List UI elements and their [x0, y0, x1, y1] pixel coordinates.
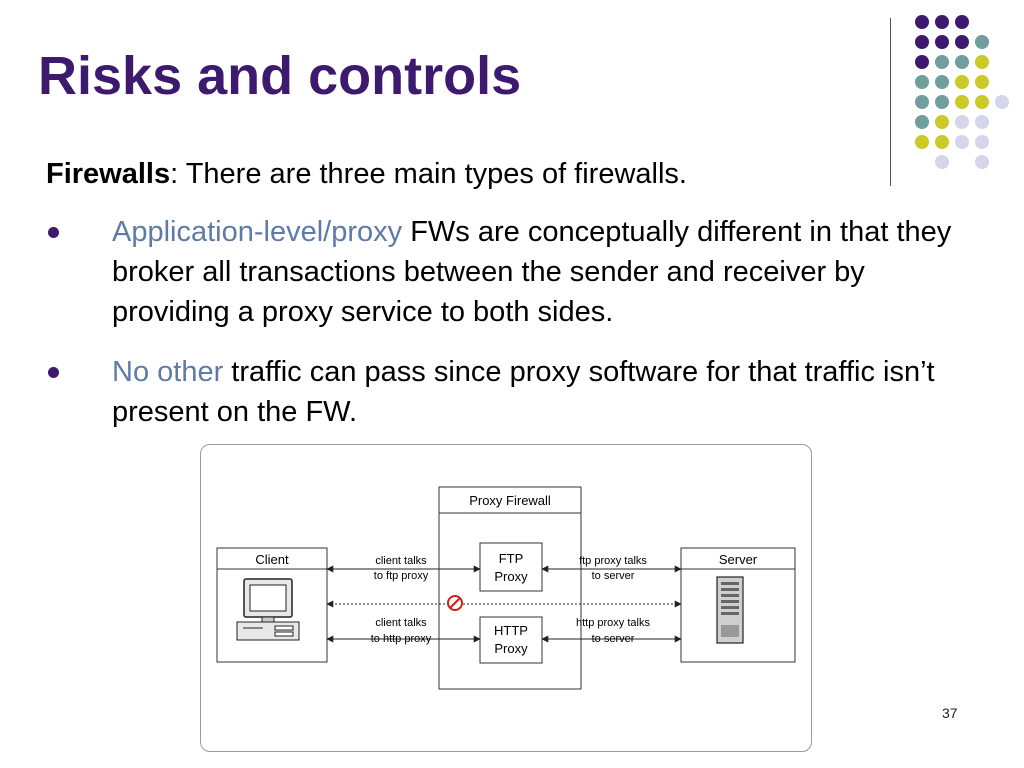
intro-line: Firewalls: There are three main types of… [46, 156, 846, 192]
dot [935, 135, 949, 149]
dot [995, 95, 1009, 109]
bullet-highlight: Application-level/proxy [112, 216, 403, 248]
dot [975, 155, 989, 169]
dot [935, 55, 949, 69]
proxy-firewall-node: Proxy Firewall FTP Proxy HTTP Proxy [438, 486, 582, 690]
dot [955, 135, 969, 149]
dot [955, 15, 969, 29]
dot [915, 135, 929, 149]
page-number: 37 [942, 705, 958, 721]
dot [935, 35, 949, 49]
slide-title: Risks and controls [38, 46, 522, 106]
dot [915, 55, 929, 69]
bullet-text: FWs are conceptually different in that t… [112, 216, 952, 328]
bullet-dot [48, 227, 59, 238]
client-label: Client [255, 552, 289, 567]
http-proxy-line2: Proxy [494, 641, 528, 656]
bullet-dot [48, 367, 59, 378]
desktop-computer-icon [236, 578, 300, 641]
client-ftp-label-2: to ftp proxy [374, 570, 429, 582]
http-proxy-line1: HTTP [494, 623, 528, 638]
dot [975, 135, 989, 149]
client-http-label-2: to http proxy [371, 633, 432, 645]
dot [915, 115, 929, 129]
server-tower-icon [716, 576, 744, 644]
server-http-label-2: to server [592, 633, 635, 645]
server-ftp-label-2: to server [592, 570, 635, 582]
server-label: Server [719, 552, 758, 567]
dot [975, 75, 989, 89]
dot [935, 15, 949, 29]
ftp-proxy-line2: Proxy [494, 569, 528, 584]
bullet-item: Application-level/proxy FWs are conceptu… [48, 212, 982, 332]
dot [915, 35, 929, 49]
dot [915, 95, 929, 109]
dot [935, 95, 949, 109]
dot [955, 75, 969, 89]
dot [975, 115, 989, 129]
bullet-highlight: No other [112, 356, 224, 388]
dot [915, 15, 929, 29]
dot [935, 115, 949, 129]
ftp-proxy-line1: FTP [499, 551, 524, 566]
diagram-canvas: Client Server [216, 486, 796, 690]
intro-heading: Firewalls [46, 158, 171, 190]
dot [955, 55, 969, 69]
dot [975, 55, 989, 69]
proxy-firewall-diagram: Client Server [200, 444, 812, 752]
client-http-label-1: client talks [375, 617, 427, 629]
server-ftp-label-1: ftp proxy talks [579, 555, 647, 567]
dot [955, 95, 969, 109]
dot [935, 75, 949, 89]
dot [955, 35, 969, 49]
intro-text: : There are three main types of firewall… [170, 158, 687, 190]
server-http-label-1: http proxy talks [576, 617, 650, 629]
client-node: Client [216, 547, 328, 663]
firewall-label: Proxy Firewall [469, 493, 551, 508]
dot [975, 35, 989, 49]
dot [935, 155, 949, 169]
dot [915, 75, 929, 89]
dot [955, 115, 969, 129]
dot [975, 95, 989, 109]
header-divider [890, 18, 891, 186]
client-ftp-label-1: client talks [375, 555, 427, 567]
http-proxy-box [479, 616, 543, 664]
bullet-text: traffic can pass since proxy software fo… [112, 356, 935, 428]
bullet-item: No other traffic can pass since proxy so… [48, 352, 982, 432]
no-entry-icon [447, 595, 463, 611]
server-node: Server [680, 547, 796, 663]
ftp-proxy-box [479, 542, 543, 592]
